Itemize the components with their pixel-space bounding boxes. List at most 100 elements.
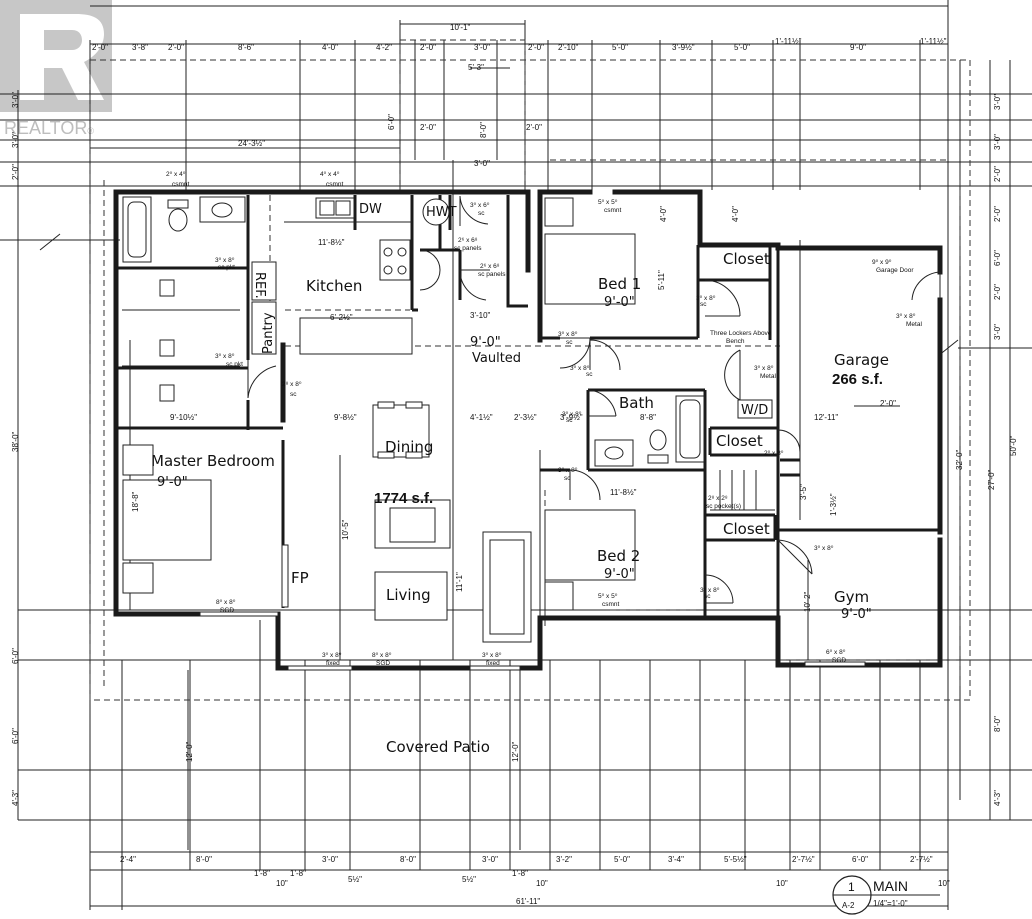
svg-text:5'-0": 5'-0" — [734, 43, 750, 52]
svg-text:3'-0": 3'-0" — [993, 94, 1002, 110]
svg-text:8'-6": 8'-6" — [238, 43, 254, 52]
sc-note-4: sc — [566, 417, 573, 424]
svg-text:10": 10" — [536, 879, 548, 888]
svg-text:8'-8": 8'-8" — [640, 413, 656, 422]
csmnt-note-1: csmnt — [172, 181, 190, 188]
svg-text:8'-0": 8'-0" — [993, 716, 1002, 732]
sc-note-1: sc — [478, 210, 485, 217]
svg-text:2'-0": 2'-0" — [11, 164, 20, 180]
sc-pocket-note: sc pocket(s) — [706, 503, 741, 510]
bench-note: Bench — [726, 338, 745, 345]
svg-text:1'-8": 1'-8" — [512, 869, 528, 878]
bath-sink — [594, 439, 634, 467]
svg-text:2'-0": 2'-0" — [993, 166, 1002, 182]
closet2-label: Closet — [716, 432, 763, 450]
svg-text:2'-4": 2'-4" — [120, 855, 136, 864]
metal-note-2: Metal — [760, 373, 776, 380]
svg-text:2'-0": 2'-0" — [92, 43, 108, 52]
opening-4b: 2⁶ x 6⁸ — [480, 263, 500, 270]
closet3-label: Closet — [723, 520, 770, 538]
sc-note-5: sc — [564, 475, 571, 482]
svg-text:4'-0": 4'-0" — [731, 206, 740, 222]
svg-text:3'-2": 3'-2" — [556, 855, 572, 864]
svg-text:3'-0": 3'-0" — [322, 855, 338, 864]
opening-25: 3⁰ x 8⁰ — [700, 587, 720, 594]
sc-note-8: sc — [290, 391, 297, 398]
fixed-note-1: fixed — [326, 660, 340, 667]
svg-text:5'-11": 5'-11" — [657, 270, 666, 290]
svg-text:3'-4": 3'-4" — [668, 855, 684, 864]
kitchen-label: Kitchen — [306, 277, 362, 295]
opening-1: 2⁰ x 4⁰ — [166, 171, 186, 178]
sc-pkt-note-2: sc pkt — [226, 361, 243, 368]
opening-20: 3⁰ x 8⁰ — [558, 467, 578, 474]
svg-text:1'-11½": 1'-11½" — [920, 37, 947, 46]
opening-13: 9⁰ x 9⁰ — [872, 259, 892, 266]
wd-label: W/D — [741, 403, 768, 418]
svg-text:3'-9½": 3'-9½" — [560, 413, 583, 422]
refrigerator — [251, 261, 277, 301]
opening-3: 3⁰ x 6⁰ — [470, 202, 490, 209]
sc-panels-note-2: sc panels — [478, 271, 506, 278]
svg-text:1'-8": 1'-8" — [254, 869, 270, 878]
svg-text:3'-5": 3'-5" — [799, 484, 808, 500]
csmnt-note-4: csmnt — [602, 601, 620, 608]
tv-stand — [374, 571, 448, 621]
opening-6: 3⁰ x 8⁰ — [215, 257, 235, 264]
garage-door-note: Garage Door — [876, 267, 914, 274]
bed1-size: 9'-0" — [604, 295, 635, 310]
closet1-label: Closet — [723, 250, 770, 268]
sc-panels-note: sc panels — [454, 245, 482, 252]
svg-text:32'-0": 32'-0" — [955, 449, 964, 470]
ref-label: REF. — [252, 272, 267, 299]
opening-23: 3⁰ x 8⁰ — [696, 295, 716, 302]
opening-11: 3⁰ x 8⁰ — [322, 652, 342, 659]
svg-text:5'-5½": 5'-5½" — [724, 855, 747, 864]
bed2-label: Bed 2 — [597, 547, 640, 565]
master-bedroom-size: 9'-0" — [157, 475, 188, 490]
vaulted-size: 9'-0" — [470, 335, 501, 350]
svg-text:6'-0": 6'-0" — [993, 250, 1002, 266]
opening-21: 3⁰ x 8⁰ — [570, 365, 590, 372]
opening-12: 3⁰ x 8⁰ — [482, 652, 502, 659]
svg-text:5'-0": 5'-0" — [612, 43, 628, 52]
pantry — [251, 301, 277, 355]
svg-text:6'-0": 6'-0" — [387, 114, 396, 130]
svg-text:11'-8½": 11'-8½" — [318, 238, 345, 247]
opening-8: 2⁸ x 8⁰ — [282, 381, 302, 388]
svg-text:6'-0": 6'-0" — [11, 728, 20, 744]
svg-text:3'-9½": 3'-9½" — [672, 43, 695, 52]
dining-table — [372, 404, 430, 458]
opening-7: 3⁰ x 8⁰ — [215, 353, 235, 360]
hwt-label: HWT — [426, 205, 457, 220]
water-heater — [422, 198, 450, 226]
svg-text:6'-0": 6'-0" — [852, 855, 868, 864]
svg-text:10'-1": 10'-1" — [450, 23, 471, 32]
room-labels: Master Bedroom 9'-0" Kitchen Pantry REF.… — [151, 202, 889, 756]
fixed-note-2: fixed — [486, 660, 500, 667]
dimension-labels: 2'-0" 3'-8" 2'-0" 8'-6" 4'-0" 4'-2" 2'-0… — [11, 23, 1018, 906]
opening-9: 8⁰ x 8⁰ — [216, 599, 236, 606]
living-label: Living — [386, 586, 431, 604]
bed2-size: 9'-0" — [604, 567, 635, 582]
svg-text:5'-0": 5'-0" — [614, 855, 630, 864]
title-scale: 1/4"=1'-0" — [873, 899, 908, 908]
svg-text:8'-0": 8'-0" — [400, 855, 416, 864]
sgd-note-3: SGD — [832, 657, 846, 664]
svg-text:2'-7½": 2'-7½" — [792, 855, 815, 864]
svg-text:3'-0": 3'-0" — [474, 43, 490, 52]
range — [379, 239, 411, 281]
opening-10: 8⁰ x 8⁰ — [372, 652, 392, 659]
opening-17: 3⁰ x 8⁰ — [814, 545, 834, 552]
exterior-walls — [113, 189, 943, 671]
bath-toilet — [649, 429, 667, 451]
opening-22: 3⁰ x 8⁰ — [558, 331, 578, 338]
svg-text:4'-2": 4'-2" — [376, 43, 392, 52]
opening-18: 2⁰ x 8⁰ — [764, 450, 784, 457]
svg-text:10": 10" — [938, 879, 950, 888]
svg-text:3'-0": 3'-0" — [11, 92, 20, 108]
svg-text:3'-0": 3'-0" — [993, 324, 1002, 340]
opening-16: 5⁰ x 5⁰ — [598, 593, 618, 600]
svg-text:2'-0": 2'-0" — [420, 123, 436, 132]
